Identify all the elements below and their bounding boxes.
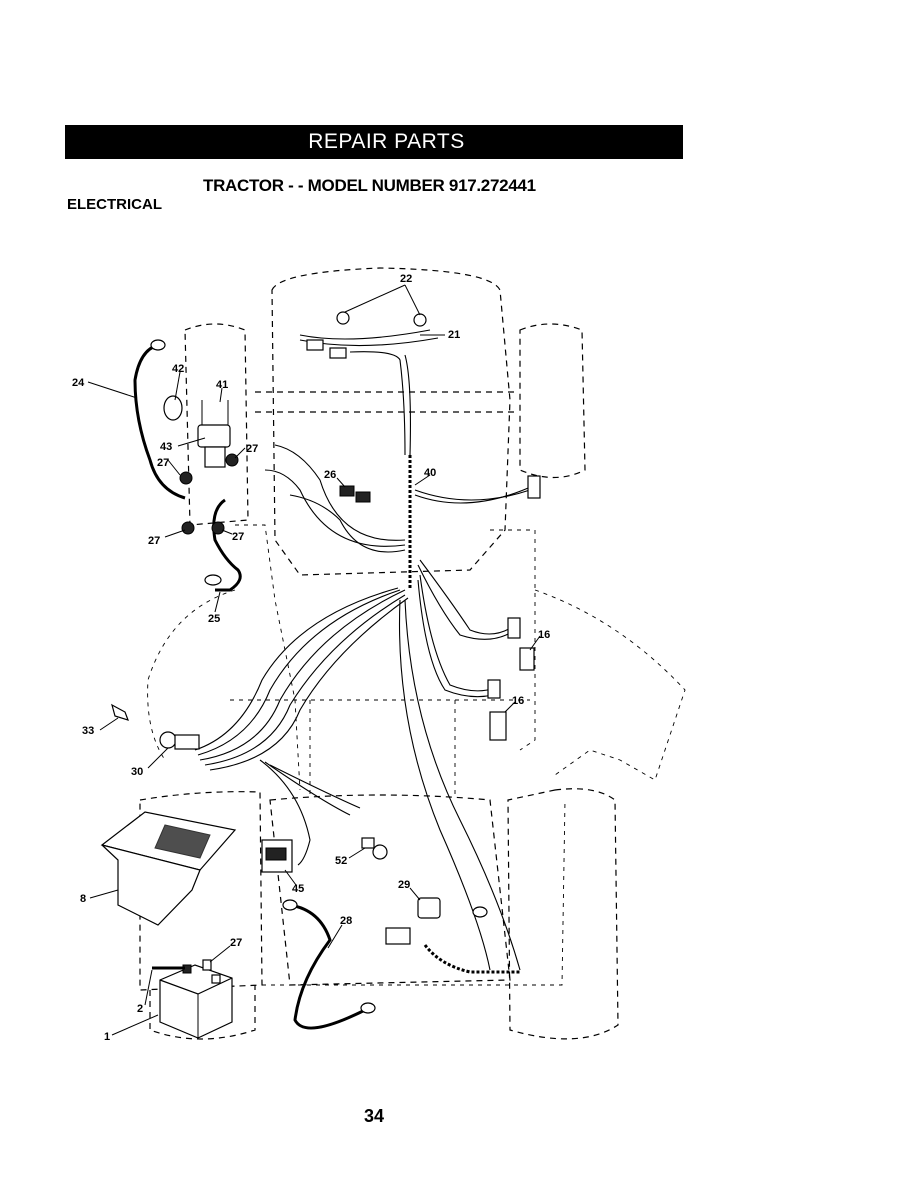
battery-cable-24 [133,343,186,500]
cable-terminal [282,899,298,911]
wire-loom-29 [423,944,520,974]
cable-terminal [360,1002,376,1014]
banner-title: REPAIR PARTS [308,130,465,153]
switch-16-b [489,711,507,741]
cable-terminal [150,339,166,351]
section-title: ELECTRICAL [67,196,162,213]
bulb-52 [372,844,388,860]
ground-cable-25 [212,498,242,592]
cable-terminal [204,574,222,586]
switch-16-a [519,647,535,671]
callout-30: 30 [131,766,143,778]
callout-2: 2 [137,1003,143,1015]
bulb-socket-52 [361,837,375,849]
cable-terminal [472,906,488,918]
callout-28: 28 [340,915,352,927]
model-number-heading: TRACTOR - - MODEL NUMBER 917.272441 [203,176,536,195]
callout-16-a: 16 [538,629,550,641]
switch-16-a-plug [507,617,521,639]
callout-22: 22 [400,273,412,285]
callout-43: 43 [160,441,172,453]
switch-16-b-plug [487,679,501,699]
ammeter-face [265,847,287,861]
callout-45: 45 [292,883,304,895]
callout-41: 41 [216,379,228,391]
callout-29: 29 [398,879,410,891]
ignition-switch-30 [159,731,177,749]
headlight-connectors [306,311,427,359]
callout-27-d: 27 [232,531,244,543]
ignition-switch-body [174,734,200,750]
connector-26 [339,485,355,497]
callout-27-c: 27 [148,535,160,547]
callout-24: 24 [72,377,85,389]
wire-harness [194,329,536,971]
callout-27-e: 27 [230,937,242,949]
fuse-33 [111,703,129,721]
callout-26: 26 [324,469,336,481]
callout-21: 21 [448,329,460,341]
repair-parts-banner: REPAIR PARTS [65,125,683,159]
callout-52: 52 [335,855,347,867]
leader-lines [87,284,541,1036]
battery-cable-28 [289,903,366,1030]
callout-27-a: 27 [157,457,169,469]
battery-1 [159,964,233,1039]
switch-29 [417,897,441,919]
callout-33: 33 [82,725,94,737]
callout-27-b: 27 [246,443,258,455]
connector-26b [355,491,371,503]
callout-8: 8 [80,893,86,905]
battery-box [100,811,237,926]
callout-40: 40 [424,467,436,479]
page-number: 34 [364,1106,385,1126]
nut-27 [202,959,212,971]
callout-42: 42 [172,363,184,375]
callout-16-b: 16 [512,695,524,707]
callout-25: 25 [208,613,220,625]
connector-29 [385,927,411,945]
callout-1: 1 [104,1031,110,1043]
solenoid [163,395,239,535]
tractor-outline [139,267,686,1040]
seat-switch-connector [527,475,541,499]
